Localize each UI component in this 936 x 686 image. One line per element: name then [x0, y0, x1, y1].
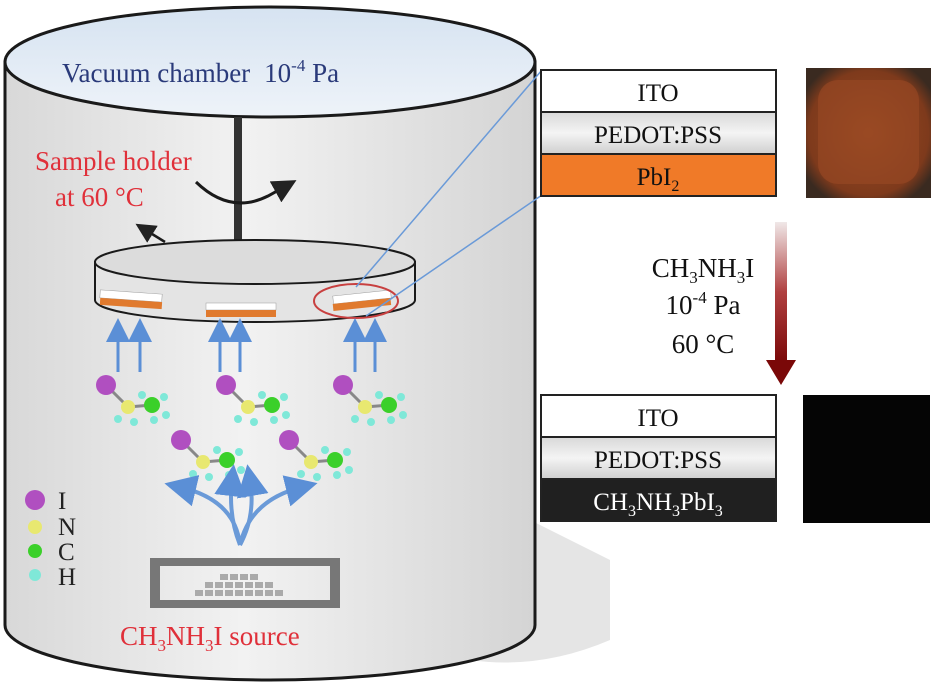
layer-stack-after: ITO PEDOT:PSS CH3NH3PbI3: [540, 394, 777, 522]
layer-pedot-after: [540, 436, 777, 480]
conditions-pressure: 10-4 Pa: [666, 288, 741, 320]
conditions-reagent: CH3NH3I: [652, 253, 755, 287]
conversion-arrow: [766, 222, 796, 385]
legend-label-nitrogen: N: [58, 514, 76, 541]
legend-label-hydrogen: H: [58, 564, 76, 591]
substrate-right: [332, 289, 392, 312]
layer-pedot-after-label: PEDOT:PSS: [594, 447, 722, 474]
legend-dot-nitrogen: [28, 520, 42, 534]
layer-perovskite: [540, 478, 777, 522]
tilt-arrow: [135, 223, 166, 244]
rotation-arrow: [194, 180, 297, 205]
substrate-left: [99, 289, 163, 310]
substrate-middle: [205, 302, 277, 317]
reaction-conditions: CH3NH3I 10-4 Pa 60 °C: [652, 253, 755, 359]
layer-ito-before: [540, 69, 777, 113]
chamber-body: [3, 60, 537, 682]
source-label: CH3NH3I source: [120, 621, 300, 655]
legend-dot-iodine: [25, 490, 45, 510]
zoom-line-bottom: [365, 194, 543, 317]
layer-pedot-before: [540, 111, 777, 155]
holder-label-line1: Sample holder: [35, 146, 192, 176]
holder-label-line2: at 60 °C: [55, 182, 144, 212]
conditions-temperature: 60 °C: [672, 329, 735, 359]
flux-arrows: [106, 318, 387, 372]
legend-dot-carbon: [28, 544, 42, 558]
legend-label-carbon: C: [58, 539, 75, 566]
layer-ito-after: [540, 394, 777, 438]
holder-rod: [234, 117, 242, 252]
layer-pbi2-label: PbI2: [637, 164, 680, 195]
ch3nh3i-molecule: [96, 375, 170, 426]
sample-holder-top: [94, 239, 416, 285]
legend-label-iodine: I: [58, 488, 66, 515]
layer-stack-before: ITO PEDOT:PSS PbI2: [540, 69, 777, 197]
layer-ito-before-label: ITO: [637, 80, 678, 107]
zoom-line-top: [355, 69, 543, 288]
chamber-lid: [3, 5, 537, 119]
layer-perovskite-label: CH3NH3PbI3: [593, 489, 723, 520]
layer-ito-after-label: ITO: [637, 405, 678, 432]
layer-pbi2: [540, 153, 777, 197]
atom-legend: I N C H: [25, 488, 76, 591]
layer-pedot-before-label: PEDOT:PSS: [594, 122, 722, 149]
film-photo-after: [803, 395, 930, 523]
source-powder: [195, 574, 283, 596]
source-plume: [164, 464, 318, 546]
film-photo-before-inner: [818, 80, 919, 184]
source-crucible: [150, 558, 340, 608]
legend-dot-hydrogen: [29, 569, 41, 581]
